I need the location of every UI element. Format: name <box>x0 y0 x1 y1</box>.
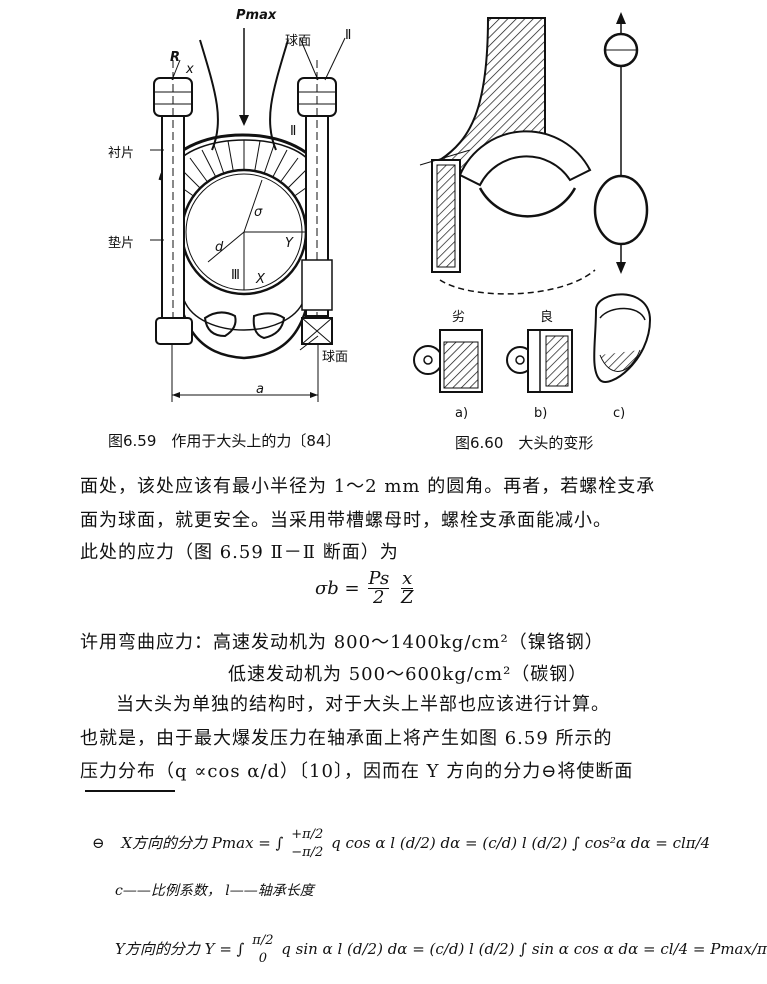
body-line-1: 面处，该处应该有最小半径为 1～2 mm 的圆角。再者，若螺栓支承 <box>80 476 656 497</box>
ball-surface-top-label: 球面 <box>285 34 312 49</box>
body-line-3: 此处的应力（图 6.59 Ⅱ－Ⅱ 断面）为 <box>80 542 399 563</box>
body-line-4: 许用弯曲应力：高速发动机为 800～1400kg/cm²（镍铬钢） <box>80 632 604 653</box>
formula-num-1: Ps <box>368 568 390 589</box>
ball-surface-bottom-label: 球面 <box>322 350 349 365</box>
footnote-y-body: q sin α l (d/2) dα = (c/d) l (d/2) ∫ sin… <box>281 940 767 958</box>
body-line-8: 压力分布（q ∝cos α/d）〔10〕，因而在 Y 方向的分力⊖将使断面 <box>80 761 634 782</box>
formula-den-2: Z <box>400 587 414 608</box>
figure-6-60 <box>413 12 652 393</box>
d-label: d <box>215 240 224 255</box>
bad-label: 劣 <box>452 310 466 325</box>
footnote-c-note: c——比例系数， l——轴承长度 <box>115 883 314 899</box>
body-line-5: 低速发动机为 500～600kg/cm²（碳钢） <box>228 664 588 685</box>
footnote-mark: ⊖ <box>92 834 105 852</box>
formula-num-2: x <box>400 568 414 589</box>
footnote-x-body: q cos α l (d/2) dα = (c/d) l (d/2) ∫ cos… <box>331 834 711 852</box>
footnote-rule <box>85 790 175 792</box>
footnote-y-equation: Y方向的分力 Y = ∫ π/2 0 q sin α l (d/2) dα = (… <box>115 932 767 968</box>
pmax-label: Pmax <box>236 8 277 23</box>
section-ii-label-b: Ⅱ <box>290 124 297 139</box>
figure-6-60-caption: 图6.60 大头的变形 <box>455 434 594 452</box>
body-line-2: 面为球面，就更安全。当采用带槽螺母时，螺栓支承面能减小。 <box>80 510 612 531</box>
body-line-6: 当大头为单独的结构时，对于大头上半部也应该进行计算。 <box>116 694 610 715</box>
x-label: x <box>186 62 194 77</box>
sub-a-label: a) <box>455 406 469 421</box>
dimension-a-label: a <box>256 382 264 397</box>
sub-b-label: b) <box>534 406 548 421</box>
formula-lhs: σb = <box>315 578 366 599</box>
footnote-x-lower: −π/2 <box>291 845 324 860</box>
body-line-7: 也就是，由于最大爆发压力在轴承面上将产生如图 6.59 所示的 <box>80 728 613 749</box>
figure-6-59 <box>150 28 346 402</box>
y-axis-label: Y <box>285 236 293 251</box>
shim-label: 垫片 <box>108 236 135 251</box>
footnote-y-lower: 0 <box>258 951 268 966</box>
section-iii-label: Ⅲ <box>231 268 240 283</box>
sub-c-label: c) <box>613 406 626 421</box>
footnote-x-upper: +π/2 <box>291 827 324 842</box>
figure-6-59-caption: 图6.59 作用于大头上的力〔84〕 <box>108 432 341 450</box>
good-label: 良 <box>540 310 554 325</box>
footnote-x-equation: ⊖ X方向的分力 Pmax = ∫ +π/2 −π/2 q cos α l (d/… <box>92 826 710 862</box>
x-axis-label: X <box>256 272 265 287</box>
footnote-y-label: Y方向的分力 Y = ∫ <box>115 940 245 958</box>
footnote-x-label: X方向的分力 Pmax = ∫ <box>121 834 284 852</box>
liner-label: 衬片 <box>108 146 135 161</box>
r-label: R <box>170 50 181 65</box>
formula-den-1: 2 <box>373 587 385 608</box>
section-ii-label-a: Ⅱ <box>345 28 352 43</box>
footnote-y-upper: π/2 <box>252 933 274 948</box>
sigma-label: σ <box>254 205 263 220</box>
